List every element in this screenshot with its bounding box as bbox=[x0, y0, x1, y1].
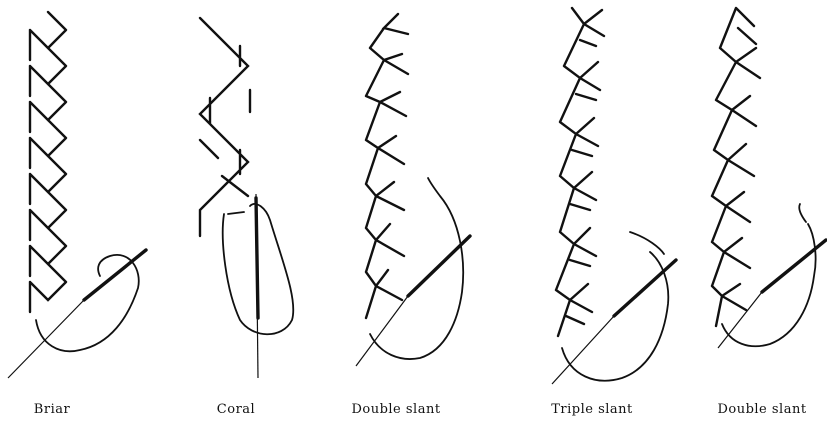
coral-stitch-panel bbox=[200, 18, 293, 378]
double-slant-2-stitch-path bbox=[712, 8, 760, 326]
briar-stitch-panel bbox=[8, 12, 146, 378]
double-slant-2-thread bbox=[718, 292, 762, 348]
caption-double-slant-1: Double slant bbox=[351, 402, 440, 417]
caption-briar: Briar bbox=[34, 402, 70, 417]
briar-thread bbox=[8, 300, 84, 378]
double-slant-1-thread-loop bbox=[370, 178, 463, 359]
double-slant-stitch-panel-1 bbox=[356, 14, 470, 366]
briar-stitch-path bbox=[30, 12, 66, 312]
coral-stitch-path bbox=[200, 18, 250, 236]
triple-slant-thread-loop bbox=[562, 232, 668, 381]
triple-slant-stitch-panel bbox=[552, 8, 676, 384]
caption-double-slant-2: Double slant bbox=[717, 402, 806, 417]
caption-coral: Coral bbox=[217, 402, 255, 417]
caption-triple-slant: Triple slant bbox=[551, 402, 633, 417]
double-slant-2-needle bbox=[762, 240, 826, 292]
double-slant-stitch-panel-2 bbox=[712, 8, 826, 348]
double-slant-1-needle bbox=[408, 236, 470, 296]
double-slant-1-thread bbox=[356, 296, 408, 366]
triple-slant-stitch-path bbox=[556, 8, 604, 336]
double-slant-1-stitch-path bbox=[366, 14, 408, 318]
